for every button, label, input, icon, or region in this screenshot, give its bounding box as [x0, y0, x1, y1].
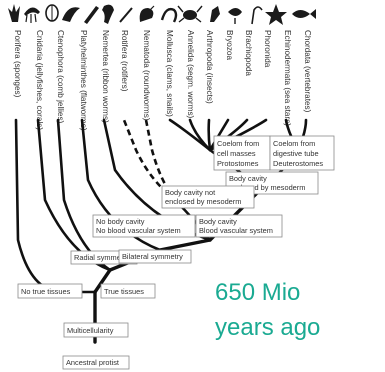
annotation-line-2: years ago: [215, 314, 320, 341]
node-line: enclosed by mesoderm: [229, 183, 305, 192]
taxon-label: Annelida (segm. worms): [186, 30, 195, 119]
branch-bryozoa: [208, 118, 230, 152]
flatworm-icon: [62, 7, 80, 22]
node-line: Radial symmetry: [74, 253, 129, 262]
node-line: Multicellularity: [67, 326, 114, 335]
node-line: Blood vascular system: [199, 226, 273, 235]
segmented-worm-icon: [160, 7, 178, 23]
node-body-cavity-blood: Body cavity Blood vascular system: [195, 214, 283, 238]
node-line: Body cavity: [199, 217, 237, 226]
taxon-label: Echinodermata (sea stars): [283, 30, 292, 126]
annotation-line-1: 650 Mio: [215, 279, 300, 306]
node-line: True tissues: [104, 287, 144, 296]
fish-icon: [292, 9, 316, 19]
node-line: Bilateral symmetry: [122, 252, 183, 261]
node-line: Ancestral protist: [66, 358, 119, 367]
taxon-label: Chordata (vertebrates): [303, 30, 312, 113]
node-deuterostomes: Coelom from digestive tube Deuterostomes: [269, 135, 335, 171]
node-line: Deuterostomes: [273, 159, 323, 168]
node-protostomes: Coelom from cell masses Protostomes: [213, 135, 271, 171]
taxon-label: Bryozoa: [225, 30, 234, 60]
taxon-label: Nematoda (roundworms): [142, 30, 151, 121]
sea-star-icon: [265, 4, 287, 25]
taxon-label: Nemertea (ribbon worms): [101, 30, 110, 123]
node-body-cavity-not-mesoderm: Body cavity not enclosed by mesoderm: [161, 185, 255, 209]
branch-annelida: [188, 118, 212, 152]
branch-arthropoda: [207, 118, 212, 152]
roundworm-icon: [119, 7, 133, 23]
taxon-label: Rotifera (rotifers): [120, 30, 129, 92]
node-line: digestive tube: [273, 149, 319, 158]
taxon-label: Porifera (sponges): [13, 30, 22, 98]
node-line: Coelom from: [217, 139, 259, 148]
branch-nemertea: [102, 118, 212, 242]
node-no-true-tissues: No true tissues: [17, 283, 83, 299]
taxon-label: Phoronida: [263, 30, 272, 68]
time-annotation: 650 Mio years ago: [215, 279, 320, 341]
taxon-label: Ctenophora (comb jellies): [56, 30, 65, 124]
taxon-label: Mollusca (clams, snails): [165, 30, 174, 117]
taxon-labels: Porifera (sponges) Cnidaria (jellyfishes…: [13, 30, 312, 131]
node-line: No true tissues: [21, 287, 71, 296]
taxon-label: Cnidaria (jellyfishes, corals): [35, 30, 44, 130]
snail-icon: [139, 5, 155, 22]
node-ancestral-protist: Ancestral protist: [62, 355, 130, 370]
node-line: enclosed by mesoderm: [165, 197, 241, 206]
node-no-body-cavity: No body cavity No blood vascular system: [92, 214, 196, 238]
brachiopod-icon: [228, 8, 242, 24]
branch-porifera: [14, 118, 97, 294]
node-line: Body cavity not: [165, 188, 215, 197]
phoronid-icon: [251, 6, 263, 25]
branch-rotifera: [122, 119, 176, 202]
node-line: Protostomes: [217, 159, 259, 168]
node-line: cell masses: [217, 149, 256, 158]
node-line: No body cavity: [96, 217, 145, 226]
node-true-tissues: True tissues: [100, 283, 156, 299]
bryozoan-icon: [210, 6, 220, 22]
taxon-label: Platyhelminthes (flatworms): [79, 30, 88, 131]
taxon-label: Brachiopoda: [244, 30, 253, 76]
icon-row: [8, 4, 316, 25]
branch-cnidaria: [36, 118, 112, 272]
node-line: Coelom from: [273, 139, 315, 148]
crab-icon: [177, 5, 203, 23]
branch-ctenophora: [56, 118, 112, 272]
jellyfish-icon: [24, 7, 40, 23]
sponge-icon: [8, 4, 20, 22]
node-line: Body cavity: [229, 174, 267, 183]
taxon-label: Arthropoda (insects): [205, 30, 214, 104]
node-line: No blood vascular system: [96, 226, 181, 235]
branch-true-tissues: [93, 268, 112, 294]
rotifer-icon: [102, 4, 114, 25]
node-bilateral-symmetry: Bilateral symmetry: [118, 249, 192, 264]
node-multicellularity: Multicellularity: [63, 322, 129, 338]
comb-jelly-icon: [45, 4, 59, 22]
ribbon-worm-icon: [84, 6, 99, 24]
